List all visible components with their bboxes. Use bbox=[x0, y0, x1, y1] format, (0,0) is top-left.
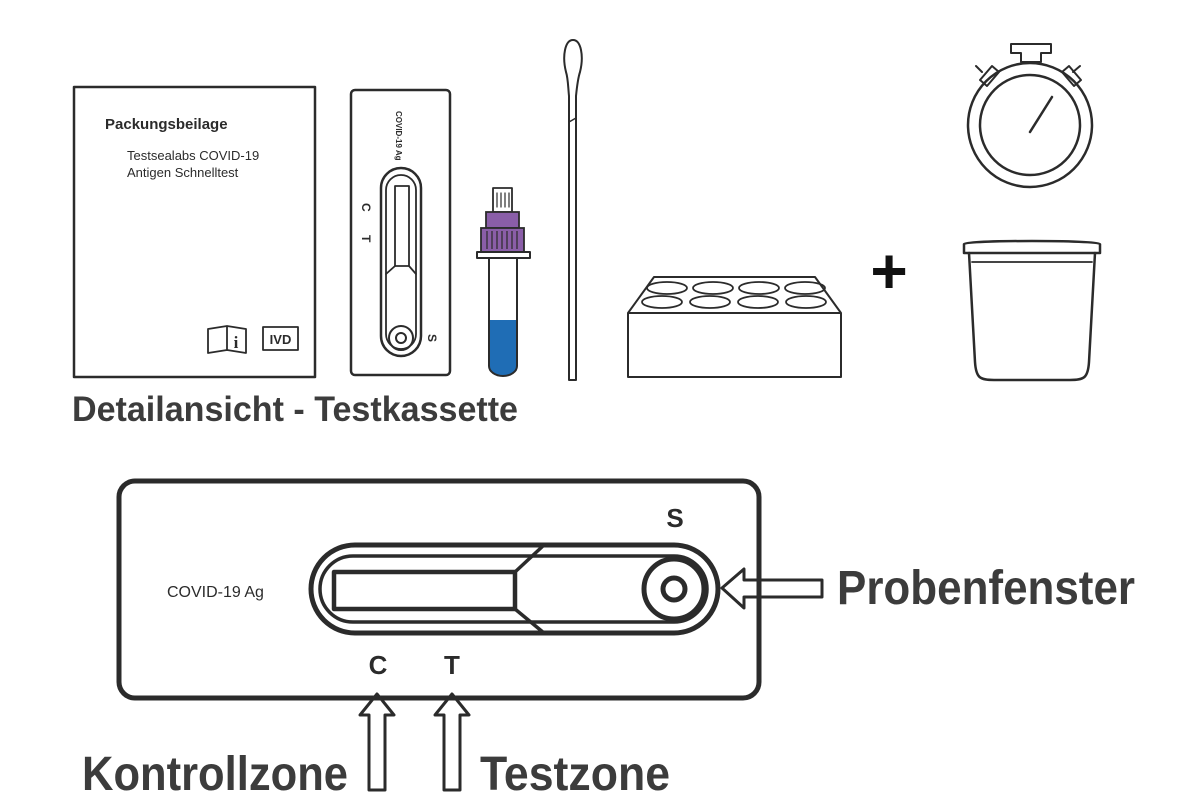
small-cassette-t: T bbox=[359, 235, 373, 243]
cup-icon bbox=[962, 239, 1102, 382]
detail-cassette-sample-ring bbox=[641, 556, 707, 622]
small-cassette-sample-well bbox=[395, 332, 407, 344]
detail-cassette-window-outer bbox=[308, 542, 721, 636]
ivd-box bbox=[262, 326, 299, 351]
detail-cassette-t: T bbox=[444, 650, 460, 680]
small-cassette-divider bbox=[385, 265, 417, 275]
detail-cassette-result-window bbox=[331, 569, 518, 612]
leaflet-outline bbox=[72, 85, 317, 379]
arrow-up-icon bbox=[433, 692, 471, 792]
buffer-tube-icon bbox=[476, 187, 531, 377]
kontrollzone-label: Kontrollzone bbox=[82, 748, 348, 801]
ivd-label: IVD bbox=[270, 332, 292, 347]
svg-text:i: i bbox=[234, 333, 239, 352]
testzone-label: Testzone bbox=[480, 748, 670, 801]
small-cassette-window-inner bbox=[385, 174, 417, 350]
rack-holes bbox=[641, 281, 827, 309]
probenfenster-label: Probenfenster bbox=[837, 562, 1135, 615]
tube-body bbox=[488, 257, 518, 377]
small-cassette-sample-ring bbox=[388, 325, 414, 351]
swab-icon bbox=[563, 39, 583, 381]
leaflet-subtitle-line1: Testsealabs COVID-19 bbox=[127, 148, 259, 163]
small-cassette-c: C bbox=[359, 203, 373, 212]
detail-cassette-window-inner bbox=[318, 554, 709, 624]
detail-cassette-c: C bbox=[369, 650, 388, 680]
tube-rack-icon bbox=[627, 276, 842, 378]
small-cassette-result-window bbox=[394, 185, 410, 267]
info-book-icon: i bbox=[207, 325, 247, 354]
detail-cassette-sample-well bbox=[660, 575, 688, 603]
detail-test-cassette: COVID-19 Ag S C T bbox=[116, 478, 762, 701]
leaflet-title: Packungsbeilage bbox=[105, 116, 228, 133]
leaflet-subtitle-line2: Antigen Schnelltest bbox=[127, 165, 239, 180]
section-title: Detailansicht - Testkassette bbox=[72, 390, 518, 429]
plus-symbol: + bbox=[870, 235, 907, 307]
detail-cassette-label: COVID-19 Ag bbox=[167, 584, 264, 601]
tube-buffer-liquid bbox=[489, 320, 517, 376]
small-cassette-window-outer bbox=[379, 166, 423, 358]
small-cassette-outline bbox=[349, 88, 452, 377]
small-cassette-label: COVID-19 Ag bbox=[394, 111, 403, 161]
tube-cap-top bbox=[485, 211, 520, 229]
stopwatch-icon bbox=[966, 43, 1094, 189]
detail-cassette-outline bbox=[116, 478, 762, 701]
arrow-left-icon bbox=[720, 567, 824, 610]
package-leaflet: Packungsbeilage Testsealabs COVID-19 Ant… bbox=[72, 85, 317, 379]
small-test-cassette: COVID-19 Ag C T S bbox=[349, 88, 452, 377]
small-cassette-s: S bbox=[425, 334, 439, 342]
detail-cassette-divider bbox=[513, 543, 546, 635]
arrow-up-icon bbox=[358, 692, 396, 792]
tube-collar bbox=[476, 251, 531, 259]
detail-cassette-s: S bbox=[666, 503, 683, 533]
